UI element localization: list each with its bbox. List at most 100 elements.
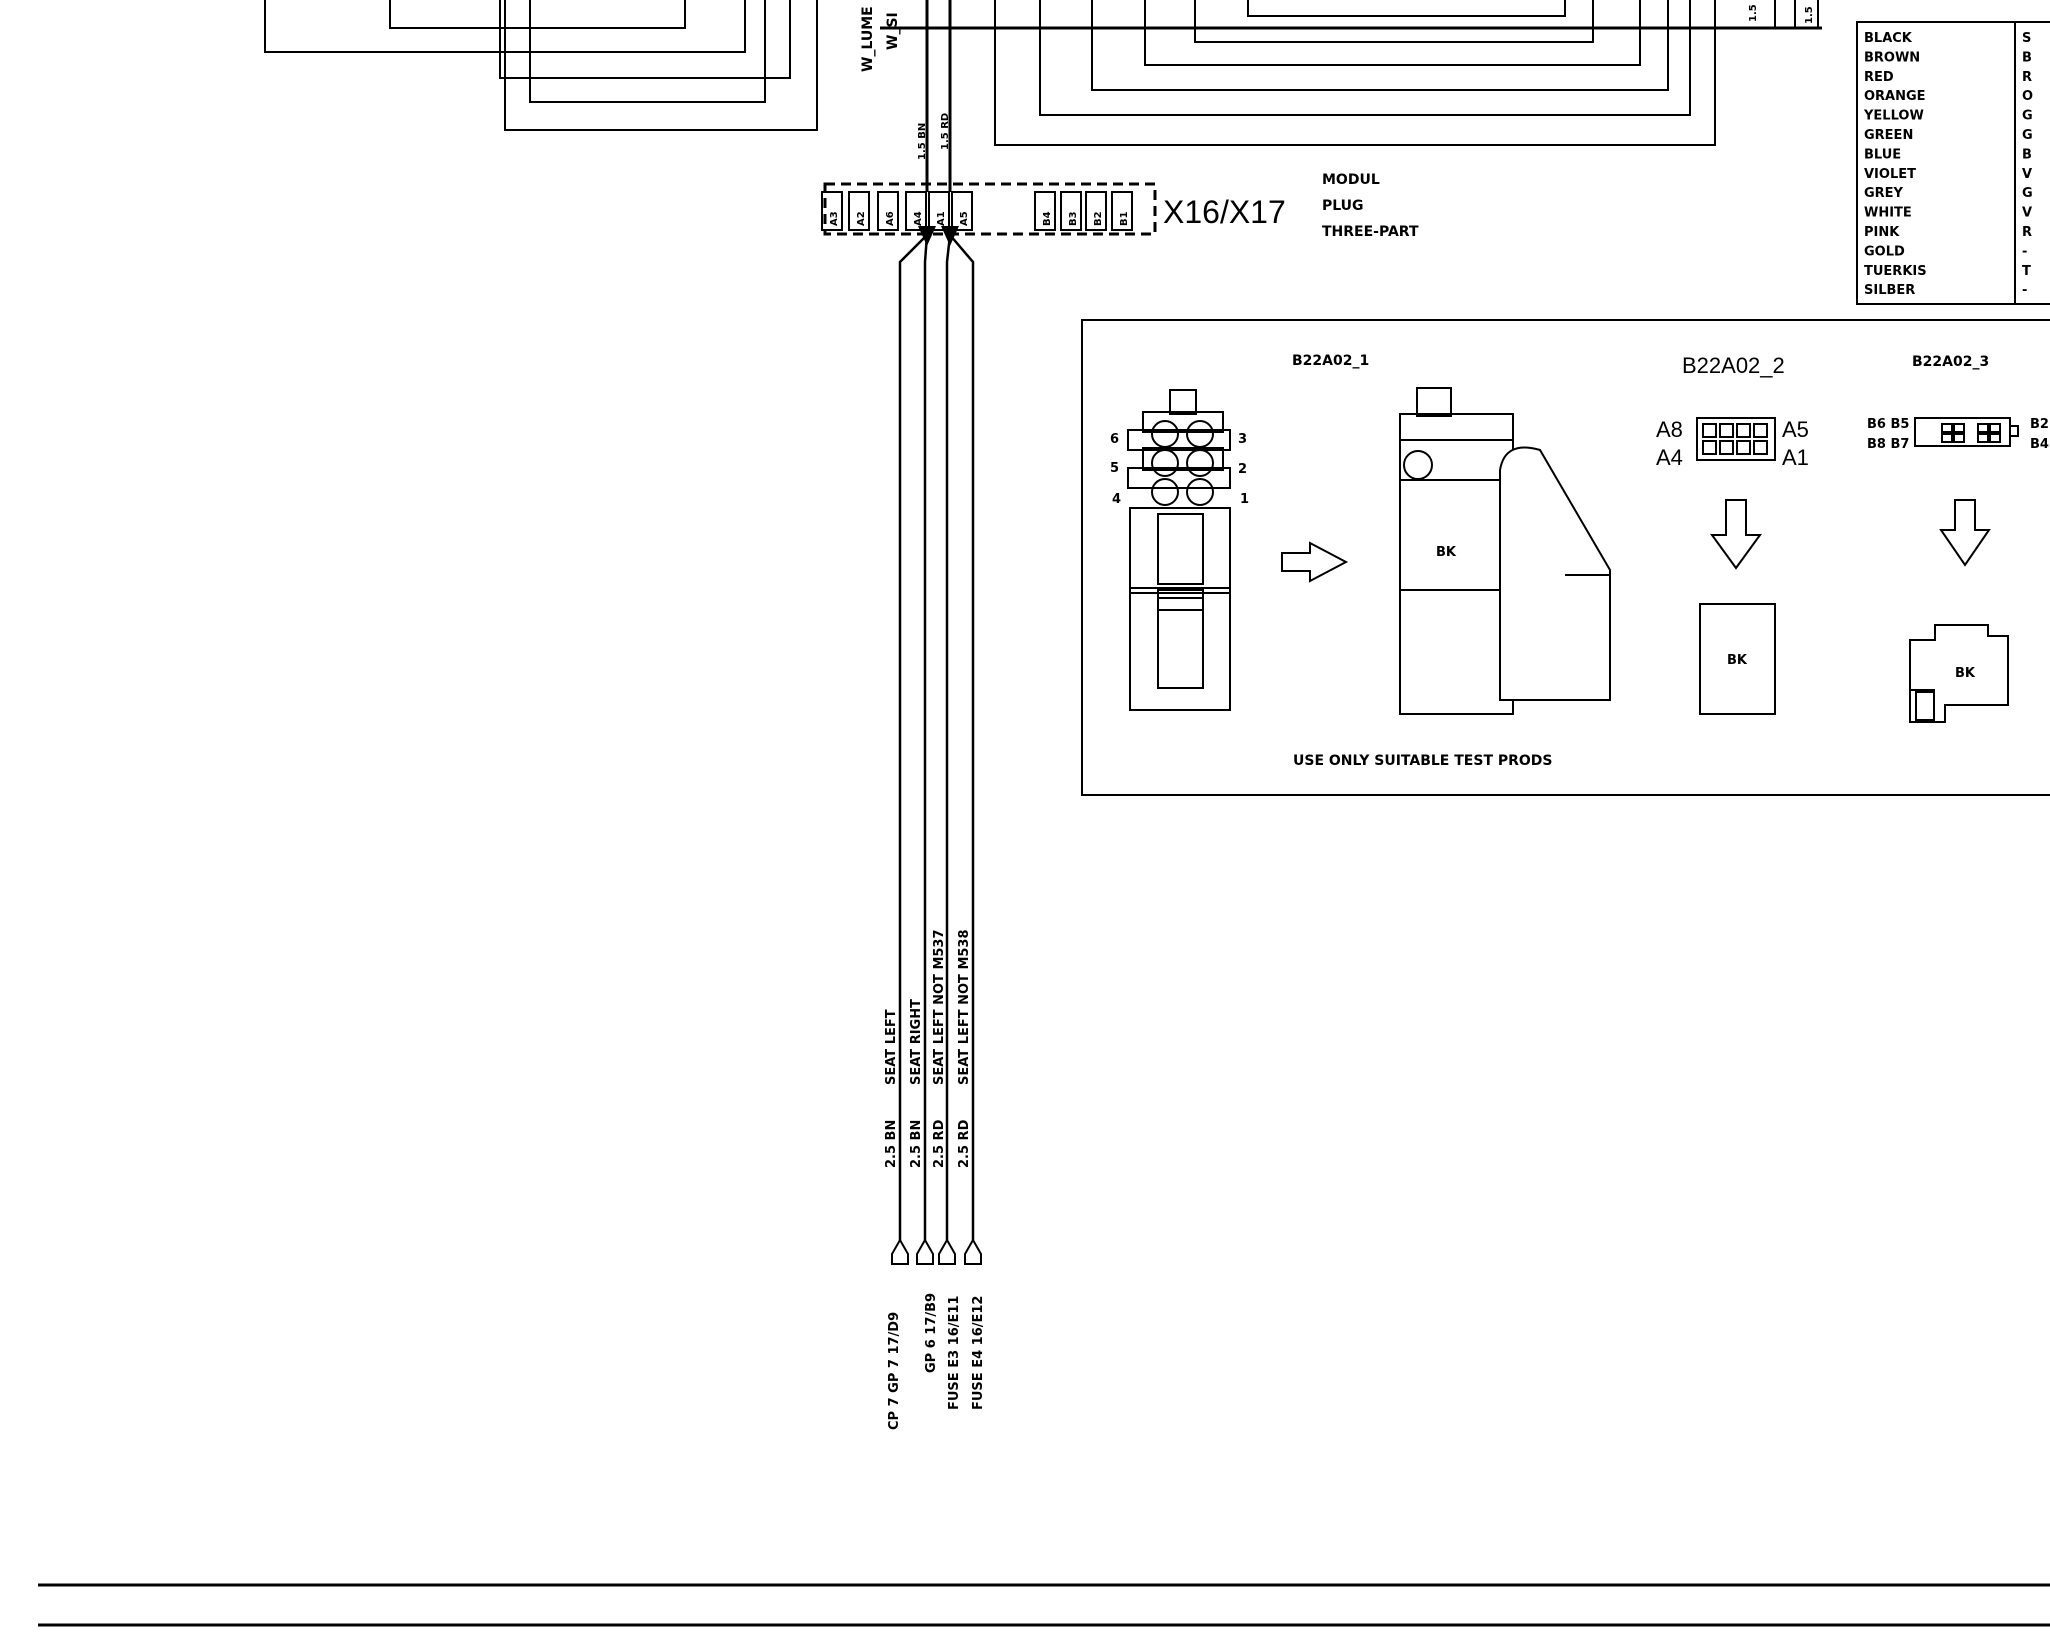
top-vertical-labels: W_LUME W_SI 1.5 BN 1.5 RD	[860, 6, 951, 160]
pin-label: A6	[885, 211, 896, 226]
svg-text:2: 2	[1238, 462, 1247, 477]
arrow-down-icon	[1939, 499, 1991, 567]
legend-color-code: T	[2022, 264, 2031, 279]
legend-color-name: BLACK	[1864, 31, 1913, 46]
svg-text:A8: A8	[1656, 417, 1683, 442]
connector-views-panel: B22A02_1 6 5 4 3 2 1	[1081, 319, 2050, 796]
legend-color-code: B	[2022, 147, 2032, 162]
svg-text:BK: BK	[1727, 653, 1748, 668]
pin-box	[1060, 191, 1082, 231]
legend-color-name: VIOLET	[1864, 167, 1916, 182]
legend-color-code: R	[2022, 225, 2032, 240]
pin-label: A1	[936, 211, 947, 226]
svg-text:6: 6	[1110, 432, 1119, 447]
bus-drops	[1774, 0, 1819, 28]
legend-color-code: O	[2022, 89, 2033, 104]
view3-housing	[1909, 624, 2009, 723]
wire3-destination: FUSE E3 16/E11	[947, 1296, 962, 1410]
connector-desc-2: PLUG	[1322, 198, 1364, 214]
right-gauge-labels: 1.5 1.5	[1748, 4, 1815, 24]
legend-color-code: -	[2022, 244, 2027, 259]
svg-text:B8 B7: B8 B7	[1867, 437, 1909, 452]
svg-text:A5: A5	[1782, 417, 1809, 442]
legend-color-name: SILBER	[1864, 283, 1915, 298]
legend-color-name: YELLOW	[1863, 109, 1924, 124]
legend-color-name: BLUE	[1864, 147, 1901, 162]
connector-name: X16/X17	[1163, 194, 1286, 230]
pin-box	[928, 191, 950, 231]
wire3-function: SEAT LEFT NOT M537	[932, 929, 947, 1085]
connector-outline	[823, 182, 1157, 236]
terminal-icon	[916, 1237, 934, 1265]
svg-text:B6 B5: B6 B5	[1867, 417, 1909, 432]
view1-connector-side	[1399, 387, 1611, 715]
svg-text:A4: A4	[1656, 445, 1683, 470]
svg-text:B2: B2	[2030, 417, 2049, 432]
view1-title: B22A02_1	[1292, 353, 1369, 369]
legend-color-name: GREY	[1864, 186, 1904, 201]
terminal-icon	[964, 1237, 982, 1265]
connector-desc-1: MODUL	[1322, 172, 1380, 188]
pin-label: A3	[829, 211, 840, 226]
pin-box	[848, 191, 870, 231]
svg-text:1.5: 1.5	[1748, 4, 1759, 22]
gauge-rd-label: 1.5 RD	[940, 113, 951, 150]
legend-color-code: S	[2022, 31, 2031, 46]
svg-text:B4: B4	[2030, 437, 2049, 452]
legend-color-name: PINK	[1864, 225, 1900, 240]
wire3-gauge: 2.5 RD	[932, 1119, 947, 1168]
lower-wires	[898, 234, 975, 1240]
wire2-gauge: 2.5 BN	[909, 1120, 924, 1168]
legend-color-code: -	[2022, 283, 2027, 298]
bottom-frame-lines	[38, 1583, 2050, 1627]
wire4-gauge: 2.5 RD	[957, 1119, 972, 1168]
svg-text:1: 1	[1240, 492, 1249, 507]
connector-feed-wires	[925, 0, 952, 192]
arrow-right-icon	[1281, 541, 1349, 583]
upper-left-wire-loops	[264, 0, 818, 131]
pin-label: B4	[1042, 211, 1053, 226]
wire1-gauge: 2.5 BN	[884, 1120, 899, 1168]
w-si-label: W_SI	[885, 12, 901, 50]
pin-box	[1085, 191, 1107, 231]
wire-labels: 2.5 BN SEAT LEFT CP 7 GP 7 17/D9 2.5 BN …	[884, 929, 986, 1430]
legend-color-code: V	[2022, 167, 2032, 182]
pin-label: B2	[1093, 211, 1104, 226]
color-legend: BLACK S BROWN B RED R ORANGE O YELLOW G GREEN G BLUE…	[1856, 21, 2050, 305]
legend-color-name: BROWN	[1864, 50, 1920, 65]
wire1-destination: CP 7 GP 7 17/D9	[887, 1312, 902, 1430]
view2-connector-face	[1696, 417, 1776, 461]
legend-color-code: V	[2022, 206, 2032, 221]
svg-text:BK: BK	[1955, 666, 1976, 681]
pin-box	[821, 191, 843, 231]
view3-title: B22A02_3	[1912, 354, 1989, 370]
legend-color-name: RED	[1864, 70, 1894, 85]
legend-color-code: G	[2022, 186, 2033, 201]
legend-color-name: WHITE	[1864, 206, 1912, 221]
view2-title: B22A02_2	[1682, 353, 1785, 378]
legend-color-name: ORANGE	[1864, 89, 1926, 104]
svg-text:BK: BK	[1436, 545, 1457, 560]
svg-text:4: 4	[1112, 492, 1121, 507]
legend-color-code: B	[2022, 50, 2032, 65]
wire1-function: SEAT LEFT	[884, 1009, 899, 1085]
pin-label: B1	[1119, 211, 1130, 226]
wire4-function: SEAT LEFT NOT M538	[957, 929, 972, 1085]
svg-text:1.5: 1.5	[1804, 6, 1815, 24]
legend-color-name: GREEN	[1864, 128, 1913, 143]
pin-box	[905, 191, 927, 231]
view3-connector-face	[1914, 417, 2019, 447]
legend-color-code: R	[2022, 70, 2032, 85]
legend-color-name: GOLD	[1864, 244, 1905, 259]
legend-color-code: G	[2022, 109, 2033, 124]
wire2-destination: GP 6 17/B9	[924, 1293, 939, 1373]
arrow-down-icon	[1710, 499, 1762, 570]
pin-label: A5	[959, 211, 970, 226]
pin-box	[877, 191, 899, 231]
splice-arrows	[918, 226, 959, 246]
terminal-icon	[938, 1237, 956, 1265]
connector-desc-3: THREE-PART	[1322, 224, 1419, 240]
